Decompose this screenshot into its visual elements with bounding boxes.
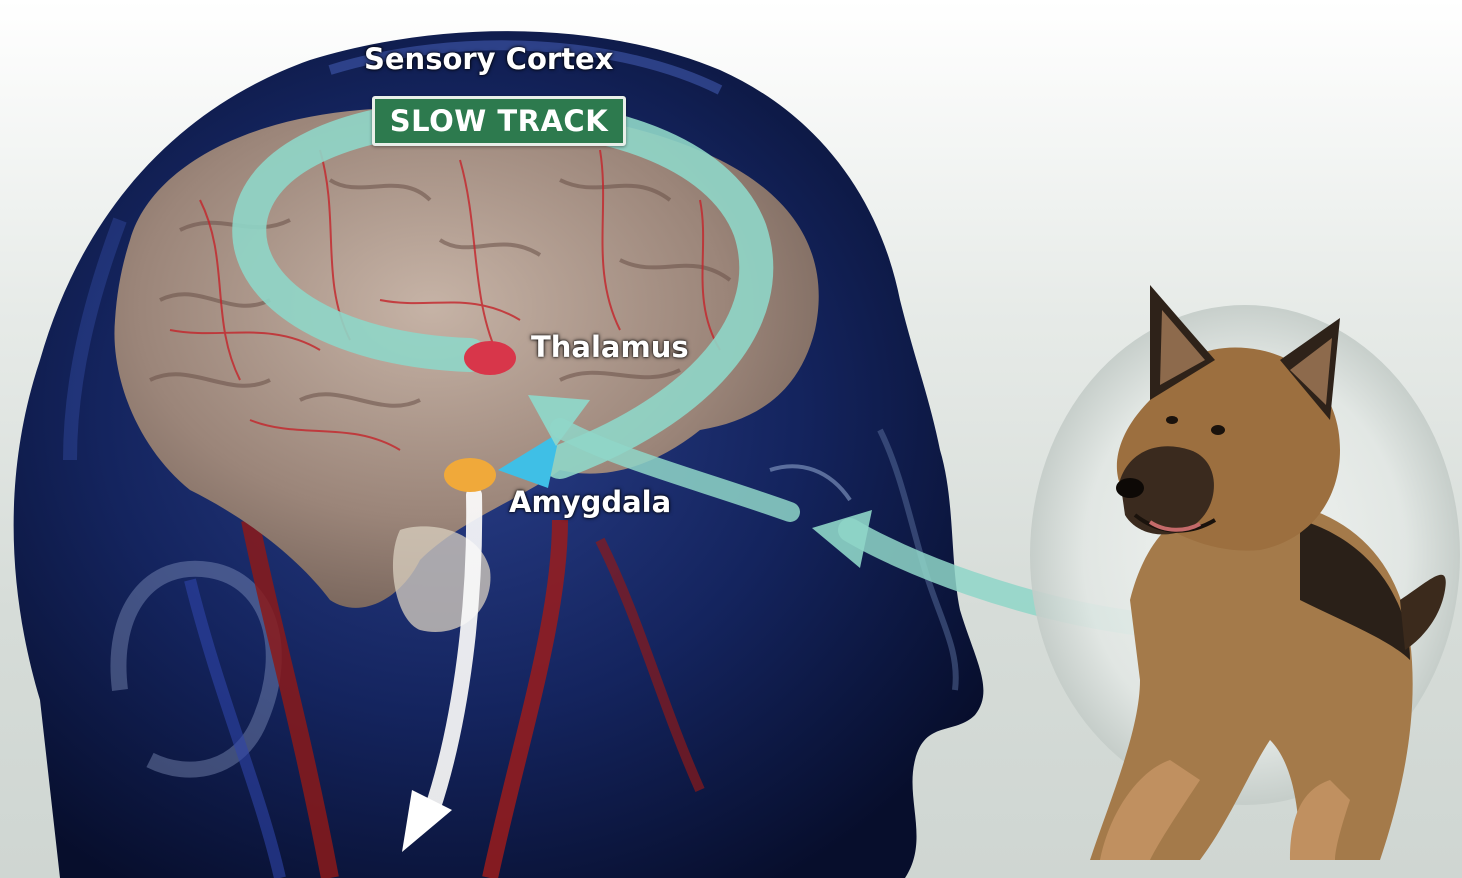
slow-track-sign: SLOW TRACK	[372, 96, 626, 146]
thalamus-node	[464, 341, 516, 375]
thalamus-label: Thalamus	[531, 330, 689, 364]
amygdala-label: Amygdala	[509, 485, 671, 519]
sensory-cortex-label: Sensory Cortex	[364, 42, 613, 76]
amygdala-node	[444, 458, 496, 492]
